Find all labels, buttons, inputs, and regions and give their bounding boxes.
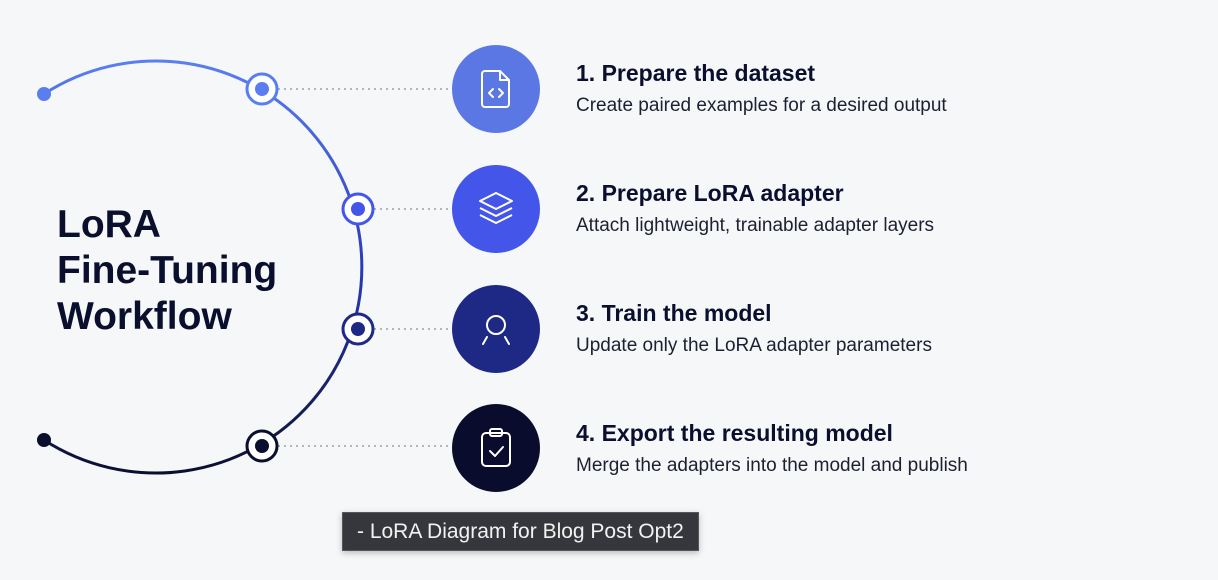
arc-start-dot — [37, 87, 51, 101]
arc-end-dot — [37, 433, 51, 447]
node-2 — [341, 192, 375, 226]
node-4 — [245, 429, 279, 463]
diagram-title: LoRA Fine-Tuning Workflow — [57, 202, 277, 340]
tooltip: - LoRA Diagram for Blog Post Opt2 — [342, 512, 699, 551]
step-3-title: 3. Train the model — [576, 300, 772, 326]
step-1-desc: Create paired examples for a desired out… — [576, 95, 947, 116]
train-icon — [452, 285, 540, 373]
title-line: Workflow — [57, 295, 232, 338]
step-4-title: 4. Export the resulting model — [576, 420, 893, 446]
title-line: Fine-Tuning — [57, 249, 278, 292]
layers-icon — [452, 165, 540, 253]
file-code-icon — [452, 45, 540, 133]
step-1-title: 1. Prepare the dataset — [576, 60, 816, 86]
node-1 — [245, 72, 279, 106]
step-2-desc: Attach lightweight, trainable adapter la… — [576, 215, 935, 236]
step-3-desc: Update only the LoRA adapter parameters — [576, 335, 932, 356]
step-2-title: 2. Prepare LoRA adapter — [576, 180, 844, 206]
title-line: LoRA — [57, 203, 161, 246]
step-4-desc: Merge the adapters into the model and pu… — [576, 455, 968, 476]
arc-line — [43, 59, 364, 475]
clipboard-check-icon — [452, 404, 540, 492]
node-3 — [341, 312, 375, 346]
